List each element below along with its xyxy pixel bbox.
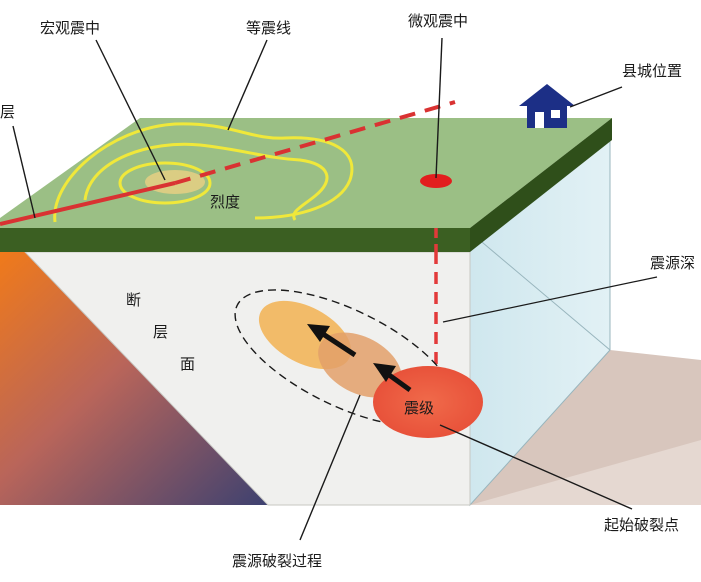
house-icon bbox=[519, 84, 575, 128]
arrow-icon bbox=[373, 363, 412, 393]
micro-epicenter-leader bbox=[435, 37, 443, 179]
label-fault-plane-3: 面 bbox=[180, 355, 195, 373]
rupture-process-leader bbox=[299, 394, 361, 541]
label-fault-plane-1: 断 bbox=[126, 291, 141, 309]
label-fault-plane-2: 层 bbox=[153, 323, 168, 341]
label-intensity: 烈度 bbox=[210, 193, 240, 211]
label-county-location: 县城位置 bbox=[622, 62, 682, 80]
left-wedge bbox=[0, 252, 268, 505]
label-fault: 层 bbox=[0, 103, 15, 121]
micro-epicenter-dot bbox=[420, 174, 452, 188]
label-magnitude: 震级 bbox=[404, 399, 434, 417]
arrow-icon bbox=[307, 324, 357, 358]
county-leader bbox=[569, 86, 623, 108]
label-rupture-process: 震源破裂过程 bbox=[232, 552, 322, 570]
ground-floor-front bbox=[470, 440, 701, 505]
fault-trace-dashed bbox=[174, 100, 456, 185]
label-focal-depth: 震源深 bbox=[650, 254, 695, 272]
isoseismal-inner bbox=[118, 161, 212, 205]
isoseismal-middle bbox=[83, 142, 329, 221]
label-rupture-start: 起始破裂点 bbox=[604, 516, 679, 534]
rupture-start-leader bbox=[439, 424, 633, 510]
isoseismal-leader bbox=[227, 39, 268, 131]
focal-depth-leader bbox=[442, 276, 658, 323]
fault-leader bbox=[12, 125, 36, 219]
fault-trace-solid bbox=[0, 181, 176, 226]
glass-edge bbox=[469, 231, 611, 351]
ground-side-front bbox=[0, 228, 470, 252]
ground-side-right bbox=[470, 118, 612, 252]
label-macro-epicenter: 宏观震中 bbox=[40, 19, 100, 37]
label-isoseismal: 等震线 bbox=[246, 19, 291, 37]
label-micro-epicenter: 微观震中 bbox=[408, 12, 468, 30]
rupture-patch-2 bbox=[318, 332, 402, 398]
macro-epicenter-leader bbox=[95, 39, 166, 181]
ground-top bbox=[0, 118, 612, 228]
isoseismal-outer bbox=[53, 122, 354, 223]
